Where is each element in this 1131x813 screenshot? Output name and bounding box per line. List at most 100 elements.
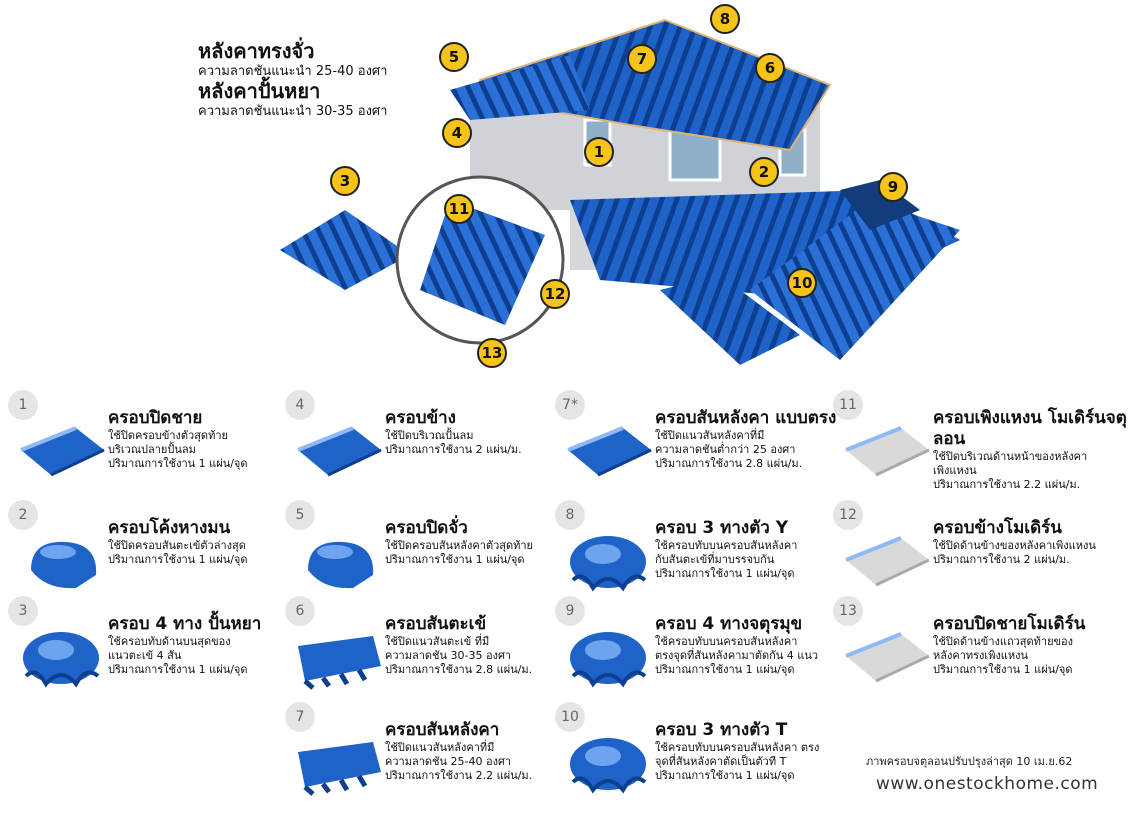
y-joint-tile-image (570, 536, 647, 592)
item-number-badge: 7* (555, 390, 585, 420)
item-description-line: ปริมาณการใช้งาน 1 แผ่น/จุด (655, 663, 795, 676)
item-description-line: ใช้ครอบทับบนครอบสันหลังคา (655, 635, 798, 648)
item-description-line: ตรงจุดที่สันหลังคามาตัดกัน 4 แนว (655, 649, 819, 662)
item-number-badge: 13 (833, 596, 863, 626)
item-description-line: ใช้ครอบทับบนครอบสันหลังคา ตรง (655, 741, 820, 754)
item-number-badge: 3 (8, 596, 38, 626)
callout-1: 1 (584, 137, 614, 167)
roof-slope-text: ความลาดชันแนะนำ 30-35 องศา (198, 104, 388, 119)
item-description-line: ปริมาณการใช้งาน 2.8 แผ่น/ม. (655, 457, 803, 470)
item-description-line: ความลาดชัน 25-40 องศา (385, 755, 512, 768)
straight-ridge-tile-image (567, 426, 652, 477)
item-description-line: ใช้ปิดแนวสันตะเข้ ที่มี (385, 635, 490, 648)
item-description-line: ใช้ปิดครอบสันหลังคาตัวสุดท้าย (385, 539, 534, 552)
ridge-cap-tile-image (20, 426, 105, 477)
item-description-line: ปริมาณการใช้งาน 2 แผ่น/ม. (385, 443, 522, 456)
item-text: ครอบสันหลังคาใช้ปิดแนวสันหลังคาที่มีความ… (385, 720, 575, 783)
item-description-line: ปริมาณการใช้งาน 2.2 แผ่น/ม. (933, 478, 1081, 491)
item-description-line: หลังคาทรงเพิงแหงน (933, 649, 1029, 662)
item-name: ครอบสันหลังคา (385, 720, 500, 740)
callout-4: 4 (442, 118, 472, 148)
callout-3: 3 (330, 166, 360, 196)
grey-end-tile-image (845, 632, 930, 683)
item-text: ครอบ 4 ทางจตุรมุขใช้ครอบทับบนครอบสันหลัง… (655, 614, 845, 677)
roof-type-title: หลังคาทรงจั่ว (198, 39, 315, 63)
item-number-badge: 4 (285, 390, 315, 420)
item-text: ครอบข้างโมเดิร์นใช้ปิดด้านข้างของหลังคาเ… (933, 518, 1131, 567)
product-item: 7* ครอบสันหลังคา แบบตรงใช้ปิดแนวสันหลังคา… (555, 390, 836, 500)
item-name: ครอบปิดชาย (108, 408, 203, 428)
item-description-line: ปริมาณการใช้งาน 1 แผ่น/จุด (108, 553, 248, 566)
house-roof-illustration (280, 18, 960, 365)
item-description-line: ปริมาณการใช้งาน 1 แผ่น/จุด (933, 663, 1073, 676)
footnote: ภาพครอบจตุลอนปรับปรุงล่าสุด 10 เม.ย.62 (866, 755, 1073, 768)
callout-12: 12 (540, 279, 570, 309)
item-description-line: ใช้ปิดบริเวณปั้นลม (385, 429, 474, 442)
item-text: ครอบสันตะเข้ใช้ปิดแนวสันตะเข้ ที่มีความล… (385, 614, 575, 677)
callout-7: 7 (627, 44, 657, 74)
item-description-line: กับสันตะเข้ที่มาบรรจบกัน (655, 553, 775, 566)
callout-5: 5 (439, 42, 469, 72)
item-description-line: ใช้ปิดครอบข้างตัวสุดท้าย (108, 429, 228, 442)
callout-10: 10 (787, 268, 817, 298)
item-description-line: ปริมาณการใช้งาน 1 แผ่น/จุด (655, 567, 795, 580)
item-description-line: บริเวณปลายปั้นลม (108, 443, 196, 456)
item-description-line: ปริมาณการใช้งาน 1 แผ่น/จุด (108, 457, 248, 470)
item-description-line: ใช้ปิดครอบสันตะเข้ตัวล่างสุด (108, 539, 246, 552)
item-text: ครอบโค้งหางมนใช้ปิดครอบสันตะเข้ตัวล่างสุ… (108, 518, 298, 567)
item-number-badge: 9 (555, 596, 585, 626)
item-number-badge: 7 (285, 702, 315, 732)
website-link[interactable]: www.onestockhome.com (876, 774, 1099, 794)
item-text: ครอบปิดจั่วใช้ปิดครอบสันหลังคาตัวสุดท้าย… (385, 518, 575, 567)
item-description-line: ใช้ปิดแนวสันหลังคาที่มี (655, 429, 765, 442)
side-cap-tile-image (297, 426, 382, 477)
item-description-line: ปริมาณการใช้งาน 2 แผ่น/ม. (933, 553, 1070, 566)
grey-flashing-tile-image (845, 426, 930, 477)
item-name: ครอบปิดชายโมเดิร์น (933, 614, 1086, 634)
item-number-badge: 12 (833, 500, 863, 530)
item-text: ครอบปิดชายโมเดิร์นใช้ปิดด้านข้างแถวสุดท้… (933, 614, 1131, 677)
callout-13: 13 (477, 338, 507, 368)
item-description-line: ใช้ครอบทับด้านบนสุดของ (108, 635, 231, 648)
item-description-line: จุดที่สันหลังคาตัดเป็นตัวที T (655, 755, 787, 768)
item-name: ครอบสันหลังคา แบบตรง (655, 408, 837, 428)
item-description-line: ความลาดชันต่ำกว่า 25 องศา (655, 443, 796, 456)
roof-type-title: หลังคาปั้นหยา (198, 79, 321, 103)
item-number-badge: 8 (555, 500, 585, 530)
callout-2: 2 (749, 157, 779, 187)
callout-6: 6 (755, 53, 785, 83)
item-description-line: ปริมาณการใช้งาน 2.8 แผ่น/ม. (385, 663, 533, 676)
gable-end-tile-image (308, 541, 374, 589)
item-text: ครอบเพิงแหงน โมเดิร์นจตุลอนใช้ปิดบริเวณด… (933, 408, 1131, 492)
item-description-line: ปริมาณการใช้งาน 1 แผ่น/จุด (108, 663, 248, 676)
item-description-line: ปริมาณการใช้งาน 2.2 แผ่น/ม. (385, 769, 533, 782)
item-description-line: ใช้ปิดด้านข้างของหลังคาเพิงแหงน (933, 539, 1096, 552)
product-item: 4 ครอบข้างใช้ปิดบริเวณปั้นลมปริมาณการใช้ง… (285, 390, 555, 500)
ridge-cap-tile-image (298, 742, 381, 796)
t-joint-tile-image (570, 738, 647, 794)
roof-slope-text: ความลาดชันแนะนำ 25-40 องศา (198, 64, 388, 79)
grey-side-tile-image (845, 536, 930, 587)
item-text: ครอบ 4 ทาง ปั้นหยาใช้ครอบทับด้านบนสุดของ… (108, 614, 298, 677)
item-name: ครอบข้าง (385, 408, 456, 428)
item-number-badge: 2 (8, 500, 38, 530)
four-way-tile-image (23, 632, 100, 688)
item-name: ครอบโค้งหางมน (108, 518, 231, 538)
item-description-line: ใช้ปิดบริเวณด้านหน้าของหลังคา (933, 450, 1088, 463)
item-description-line: ปริมาณการใช้งาน 1 แผ่น/จุด (655, 769, 795, 782)
item-text: ครอบสันหลังคา แบบตรงใช้ปิดแนวสันหลังคาที… (655, 408, 845, 471)
item-name: ครอบปิดจั่ว (385, 518, 468, 538)
